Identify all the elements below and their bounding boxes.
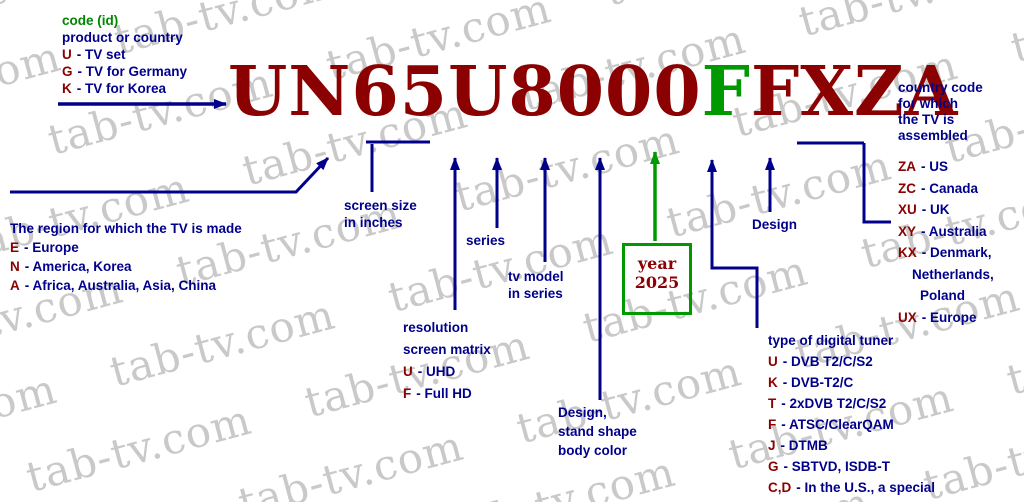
code-item: XU- UK	[898, 202, 950, 217]
model-prefix: UN65U8000	[228, 52, 702, 132]
code-item-continuation: Netherlands,	[912, 266, 994, 282]
code-item: F- Full HD	[403, 386, 472, 401]
product-code-block: code (id) product or country U- TV set G…	[62, 12, 187, 97]
code-item: T- 2xDVB T2/C/S2	[768, 396, 887, 411]
region-block: The region for which the TV is made E- E…	[10, 219, 242, 295]
model-year-letter: F	[701, 52, 751, 132]
country-elbow	[862, 143, 891, 224]
design-stand-label: Design, stand shape body color	[558, 405, 637, 458]
code-item: F- ATSC/ClearQAM	[768, 417, 894, 432]
tuner-block: type of digital tuner U- DVB T2/C/S2 K- …	[768, 330, 935, 502]
design-label: Design	[752, 217, 798, 232]
year-box-label: year	[637, 254, 677, 273]
country-title-line2: for which	[898, 96, 958, 111]
code-item: KX- Denmark,	[898, 245, 992, 260]
model-suffix: FXZA	[750, 52, 959, 132]
code-item: U- UHD	[403, 364, 456, 379]
code-item: A- Africa, Australia, Asia, China	[10, 278, 217, 293]
resolution-block: resolution screen matrix U- UHD F- Full …	[403, 317, 491, 405]
code-item: U- TV set	[62, 47, 126, 62]
code-item: ZC- Canada	[898, 180, 979, 196]
code-item: K- DVB-T2/C	[768, 375, 854, 390]
country-title-line4: assembled	[898, 128, 968, 143]
tuner-block-title: type of digital tuner	[768, 333, 894, 348]
code-item: ZA- US	[898, 159, 948, 174]
code-item-continuation: series for sellers	[768, 498, 935, 502]
region-arrow	[10, 156, 330, 194]
code-item: G- TV for Germany	[62, 64, 188, 79]
country-title-line3: the TV is	[898, 112, 955, 127]
resolution-title-line1: resolution	[403, 320, 469, 335]
code-item: UX- Europe	[898, 309, 977, 325]
country-code-list: ZA- US ZC- Canada XU- UK XY- Australia K…	[898, 156, 994, 328]
product-block-heading: code (id)	[62, 13, 119, 28]
code-item: E- Europe	[10, 240, 79, 255]
code-item: K- TV for Korea	[62, 81, 167, 96]
code-item: G- SBTVD, ISDB-T	[768, 459, 891, 474]
country-code-block: country code for which the TV is assembl…	[898, 80, 994, 328]
code-item: U- DVB T2/C/S2	[768, 354, 873, 369]
code-item: N- America, Korea	[10, 259, 132, 274]
tv-model-label: tv model in series	[508, 269, 564, 301]
country-title-line1: country code	[898, 80, 983, 95]
region-block-title: The region for which the TV is made	[10, 221, 242, 236]
tuner-arrow	[707, 159, 759, 328]
screen-size-label: screen size in inches	[344, 198, 417, 230]
resolution-title-line2: screen matrix	[403, 342, 491, 357]
code-item-continuation: Poland	[920, 288, 966, 303]
code-item: XY- Australia	[898, 223, 987, 239]
product-block-subheading: product or country	[62, 30, 183, 45]
model-number: UN65U8000FFXZA	[228, 58, 958, 126]
code-item: C,D- In the U.S., a special	[768, 480, 936, 495]
year-box-value: 2025	[634, 273, 680, 292]
series-label: series	[466, 233, 506, 248]
year-box: year 2025	[622, 243, 692, 315]
code-item: J- DTMB	[768, 438, 828, 453]
